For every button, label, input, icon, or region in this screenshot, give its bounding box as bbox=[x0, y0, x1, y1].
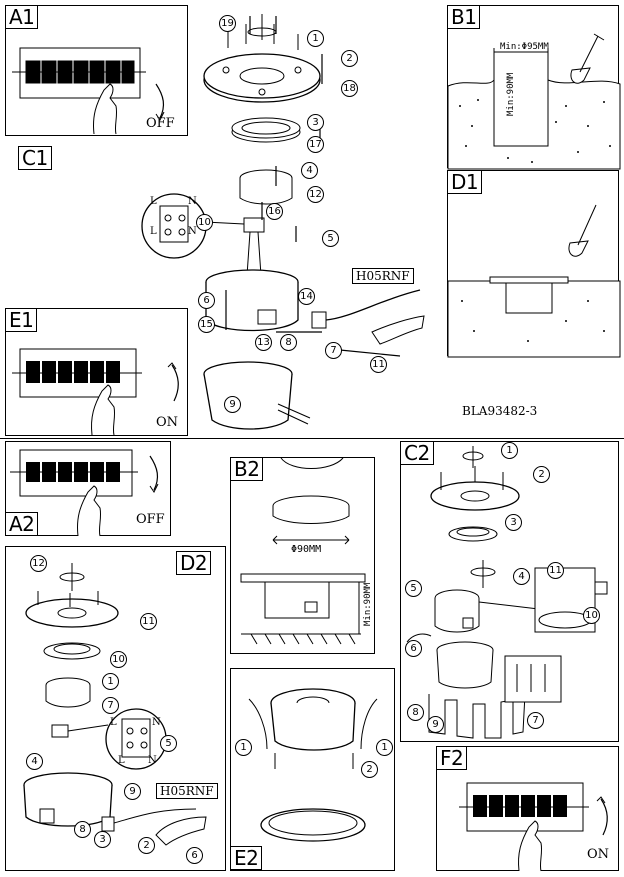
breaker-panel-illustration bbox=[12, 47, 165, 135]
step-badge: 17 bbox=[307, 136, 324, 153]
step-badge: 1 bbox=[376, 739, 393, 756]
panel-label: B2 bbox=[230, 457, 264, 481]
breaker-panel-illustration bbox=[459, 782, 608, 872]
assembly-diagram-c2 bbox=[406, 446, 608, 739]
step-badge: 10 bbox=[110, 651, 127, 668]
terminal-l-bottom: L bbox=[118, 755, 125, 766]
step-badge: 19 bbox=[219, 15, 236, 32]
diameter-label: Φ90MM bbox=[291, 544, 322, 555]
panel-label: A1 bbox=[5, 5, 39, 29]
panel-d1: D1 bbox=[447, 170, 621, 358]
panel-c2: C2 1 2 3 4 11 5 10 6 7 8 9 bbox=[400, 441, 619, 742]
panel-label: A2 bbox=[5, 512, 39, 536]
section-divider bbox=[0, 438, 624, 439]
panel-label: D1 bbox=[447, 170, 483, 194]
step-badge: 8 bbox=[407, 704, 424, 721]
step-badge: 11 bbox=[370, 356, 387, 373]
step-badge: 2 bbox=[533, 466, 550, 483]
step-badge: 18 bbox=[341, 80, 358, 97]
panel-label: D2 bbox=[176, 551, 212, 575]
cutout-dimension-illustration bbox=[240, 457, 366, 645]
terminal-l-bottom: L bbox=[150, 226, 157, 237]
step-badge: 10 bbox=[196, 214, 213, 231]
panel-label: B1 bbox=[447, 5, 481, 29]
step-badge: 11 bbox=[547, 562, 564, 579]
model-code: BLA93482-3 bbox=[462, 404, 538, 418]
step-badge: 1 bbox=[307, 30, 324, 47]
step-badge: 5 bbox=[405, 580, 422, 597]
step-badge: 3 bbox=[307, 114, 324, 131]
step-badge: 12 bbox=[307, 186, 324, 203]
panel-a1: A1 OFF bbox=[5, 5, 188, 136]
cable-type-label: H05RNF bbox=[156, 783, 218, 799]
step-badge: 16 bbox=[266, 203, 283, 220]
breaker-panel-illustration bbox=[12, 348, 179, 436]
step-badge: 12 bbox=[30, 555, 47, 572]
step-badge: 4 bbox=[301, 162, 318, 179]
switch-state-text: ON bbox=[156, 415, 179, 430]
switch-state-text: OFF bbox=[146, 116, 175, 131]
step-badge: 2 bbox=[361, 761, 378, 778]
step-badge: 13 bbox=[255, 334, 272, 351]
panel-f2: F2 ON bbox=[436, 746, 619, 872]
step-badge: 7 bbox=[325, 342, 342, 359]
panel-label: C2 bbox=[400, 441, 434, 465]
step-badge: 4 bbox=[26, 753, 43, 770]
min-depth-label: Min:90MM bbox=[363, 582, 373, 626]
step-badge: 10 bbox=[583, 607, 600, 624]
assembly-diagram-c1 bbox=[141, 14, 425, 430]
step-badge: 5 bbox=[160, 735, 177, 752]
terminal-n-bottom: N bbox=[148, 755, 157, 766]
switch-state-text: ON bbox=[587, 847, 610, 862]
step-badge: 8 bbox=[74, 821, 91, 838]
min-diameter-label: Min:Φ95MM bbox=[500, 42, 549, 52]
step-badge: 6 bbox=[186, 847, 203, 864]
step-badge: 9 bbox=[124, 783, 141, 800]
removal-illustration bbox=[248, 688, 378, 842]
terminal-l-top: L bbox=[110, 717, 117, 728]
fixture-in-ground-illustration bbox=[447, 204, 621, 358]
panel-e2: E2 1 1 2 bbox=[230, 668, 395, 871]
panel-label: C1 bbox=[18, 146, 52, 170]
cable-type-label: H05RNF bbox=[352, 268, 414, 284]
step-badge: 3 bbox=[94, 831, 111, 848]
step-badge: 9 bbox=[427, 716, 444, 733]
terminal-n-bottom: N bbox=[188, 226, 197, 237]
breaker-panel-illustration bbox=[10, 449, 159, 537]
step-badge: 11 bbox=[140, 613, 157, 630]
panel-label: E2 bbox=[230, 846, 263, 870]
step-badge: 8 bbox=[280, 334, 297, 351]
panel-b1: B1 Min:Φ95MM Min:90MM bbox=[447, 5, 621, 170]
terminal-n-top: N bbox=[188, 196, 197, 207]
terminal-n-top: N bbox=[152, 717, 161, 728]
step-badge: 9 bbox=[224, 396, 241, 413]
step-badge: 4 bbox=[513, 568, 530, 585]
step-badge: 15 bbox=[198, 316, 215, 333]
step-badge: 6 bbox=[198, 292, 215, 309]
hole-dig-illustration bbox=[447, 33, 621, 170]
step-badge: 1 bbox=[235, 739, 252, 756]
step-badge: 2 bbox=[341, 50, 358, 67]
panel-e1: E1 ON bbox=[5, 308, 188, 436]
step-badge: 7 bbox=[102, 697, 119, 714]
step-badge: 7 bbox=[527, 712, 544, 729]
step-badge: 3 bbox=[505, 514, 522, 531]
step-badge: 6 bbox=[405, 640, 422, 657]
panel-label: E1 bbox=[5, 308, 38, 332]
switch-state-text: OFF bbox=[136, 512, 165, 527]
step-badge: 1 bbox=[501, 442, 518, 459]
step-badge: 2 bbox=[138, 837, 155, 854]
panel-a2: OFF A2 bbox=[5, 441, 171, 537]
step-badge: 5 bbox=[322, 230, 339, 247]
terminal-l-top: L bbox=[150, 196, 157, 207]
panel-label: F2 bbox=[436, 746, 468, 770]
step-badge: 1 bbox=[102, 673, 119, 690]
panel-d2: D2 12 11 10 1 7 5 4 9 8 3 2 6 H05RNF L N… bbox=[5, 546, 226, 871]
step-badge: 14 bbox=[298, 288, 315, 305]
panel-b2: B2 Φ90MM Min:90MM bbox=[230, 457, 375, 654]
